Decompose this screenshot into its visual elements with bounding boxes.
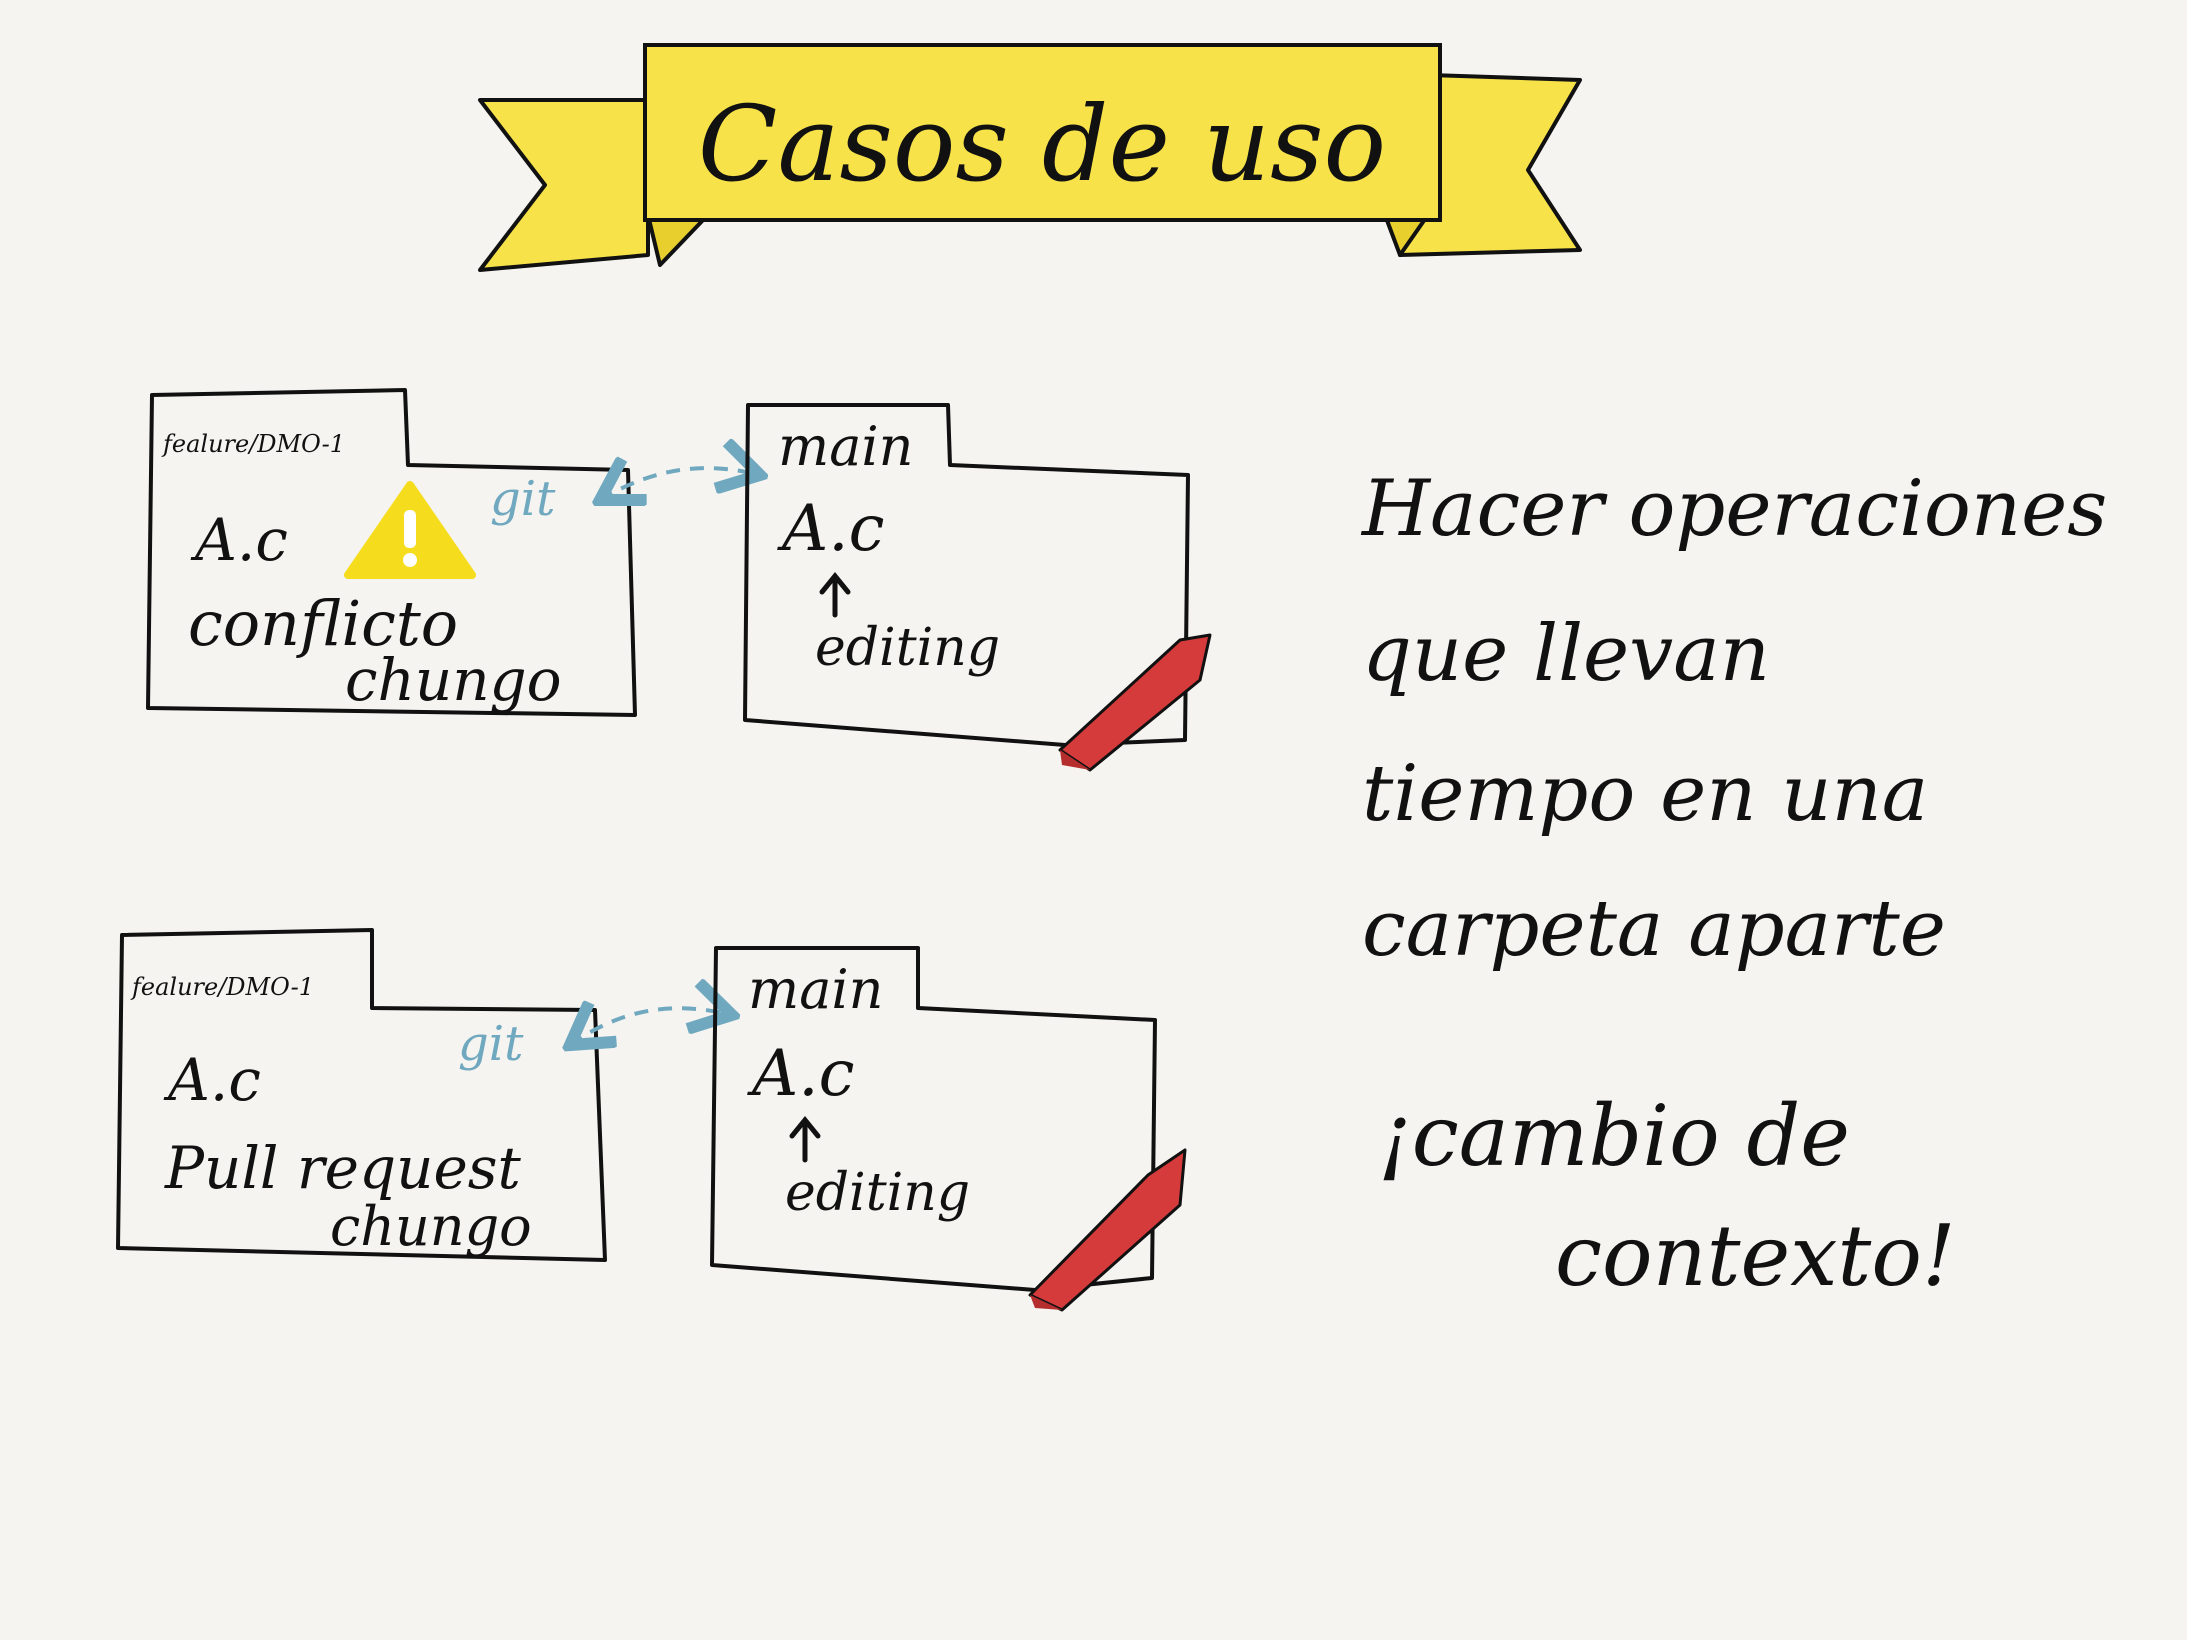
file-status: editing [785, 1163, 970, 1223]
git-label: git [490, 471, 556, 527]
scenario-2-main-folder: main A.c editing [710, 946, 1187, 1312]
file-name: A.c [747, 1037, 854, 1111]
exclamation-line-2: contexto! [1555, 1207, 1956, 1305]
banner-left-fold [646, 213, 707, 267]
scenario-1-main-folder: main A.c editing [743, 403, 1212, 772]
git-label: git [458, 1016, 524, 1072]
scenario-1-git-link: git [490, 468, 760, 527]
file-status: editing [815, 618, 1000, 678]
scenario-2-git-link: git [458, 1008, 732, 1072]
description-line-1: Hacer operaciones [1360, 464, 2107, 554]
git-link-line [600, 468, 760, 500]
folder-outline [743, 403, 1190, 747]
note-line-2: chungo [345, 646, 562, 714]
banner-body [643, 43, 1442, 222]
pencil-icon [1058, 633, 1212, 772]
folder-tab-label: main [748, 958, 883, 1021]
folder-tab-label: fealure/DMO-1 [130, 973, 314, 1001]
description-line-4: carpeta aparte [1362, 884, 1946, 974]
file-name: A.c [163, 1046, 261, 1114]
context-switch-callout: ¡cambio de contexto! [1378, 1087, 1956, 1305]
banner-title: Casos de uso [698, 83, 1386, 205]
file-name: A.c [190, 506, 288, 574]
banner-left-tail [478, 98, 650, 272]
folder-tab-label: fealure/DMO-1 [161, 430, 345, 458]
description: Hacer operaciones que llevan tiempo en u… [1360, 464, 2107, 974]
git-link-line [570, 1008, 732, 1045]
description-line-2: que llevan [1362, 609, 1770, 699]
note-line-1: Pull request [164, 1134, 522, 1202]
exclamation-line-1: ¡cambio de [1378, 1087, 1850, 1185]
cursor-arrow-icon [789, 1116, 821, 1163]
note-line-2: chungo [330, 1195, 532, 1258]
scenario-1-feature-folder: fealure/DMO-1 A.c conflicto chungo [146, 388, 637, 717]
scenario-2-feature-folder: fealure/DMO-1 A.c Pull request chungo [116, 928, 607, 1262]
warning-icon [344, 481, 476, 579]
folder-tab-label: main [778, 415, 913, 478]
cursor-arrow-icon [819, 572, 851, 618]
file-name: A.c [777, 492, 884, 566]
description-line-3: tiempo en una [1362, 749, 1928, 839]
folder-outline [710, 946, 1157, 1292]
title-banner: Casos de uso [478, 43, 1582, 272]
note-line-1: conflicto [188, 587, 458, 660]
pencil-icon [1028, 1148, 1187, 1312]
